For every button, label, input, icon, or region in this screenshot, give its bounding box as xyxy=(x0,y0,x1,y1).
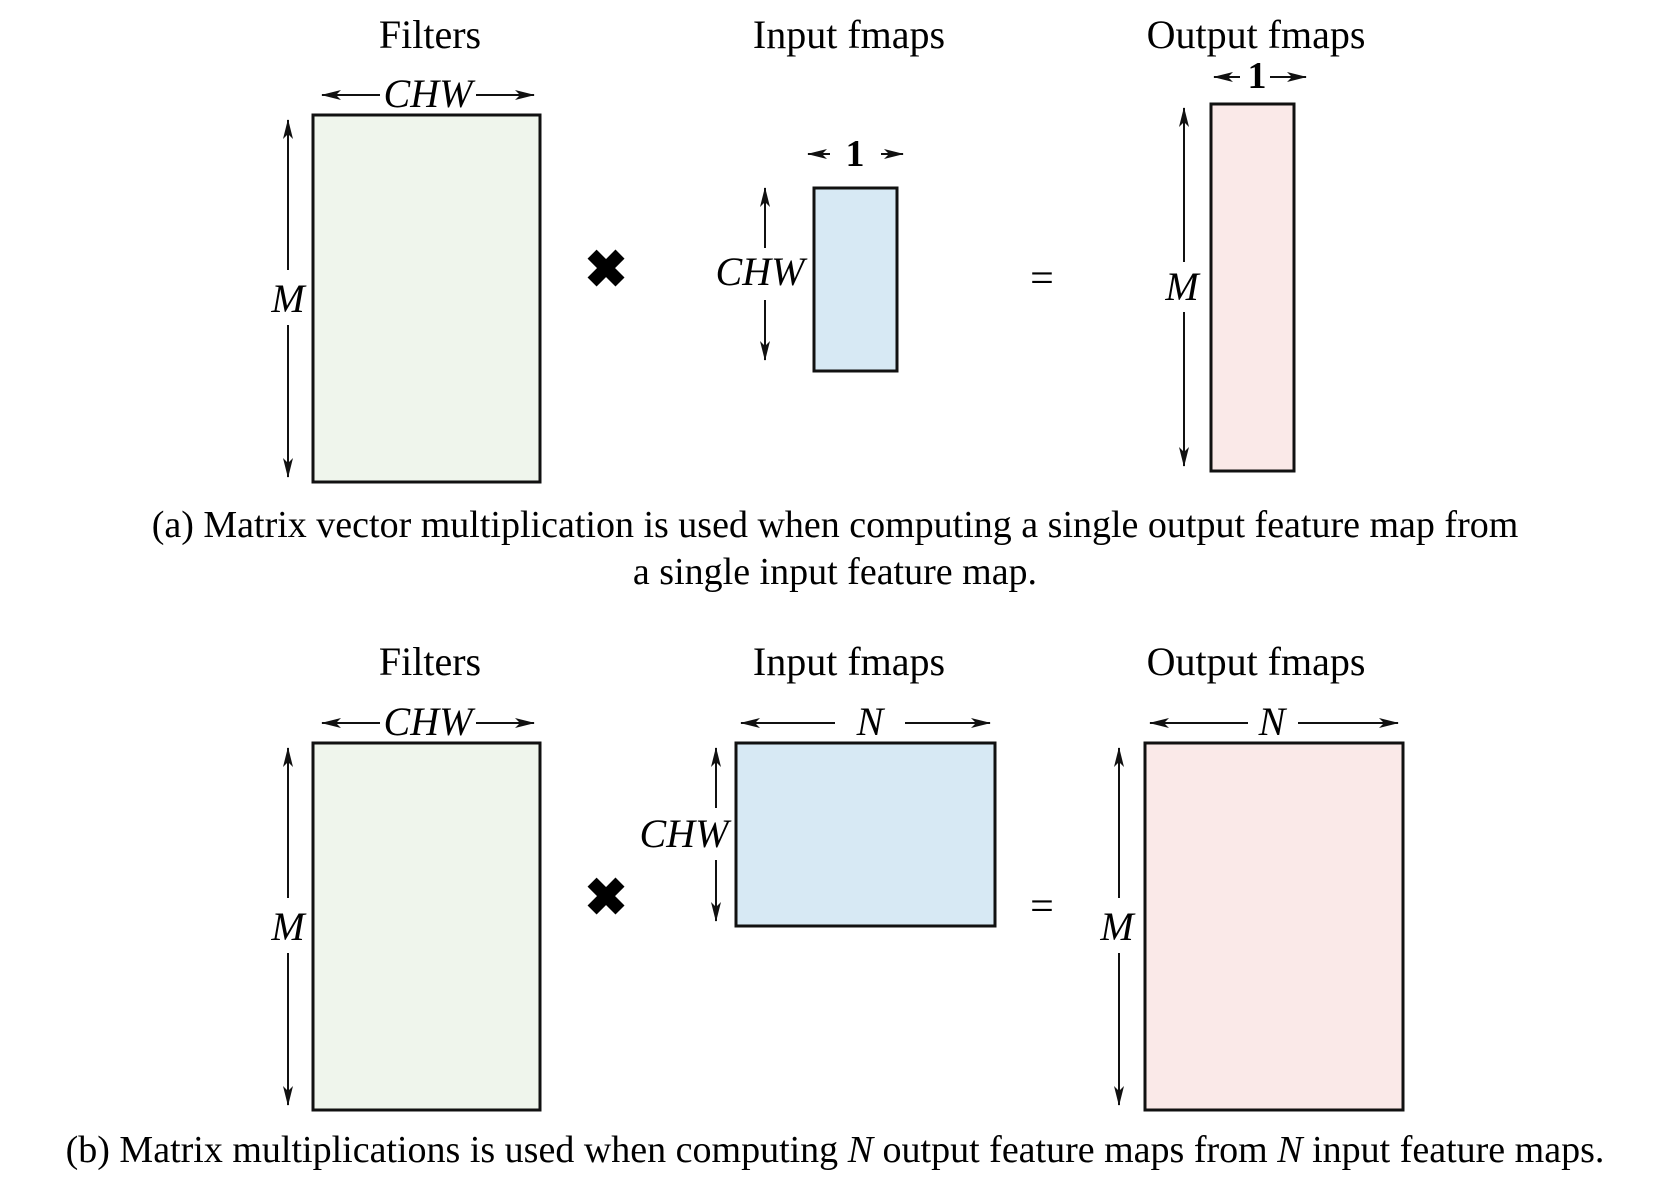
panel-b: Filters Input fmaps Output fmaps CHW M ✖… xyxy=(66,639,1605,1171)
input-fmaps-matrix xyxy=(734,741,997,928)
input-height-label: CHW xyxy=(716,249,809,294)
multiply-icon: ✖ xyxy=(584,870,628,927)
caption-b-suffix: input feature maps. xyxy=(1303,1129,1605,1171)
input-width-label: N xyxy=(856,699,886,744)
filters-height-label: M xyxy=(270,276,307,321)
input-fmaps-vector xyxy=(812,186,899,373)
filters-matrix xyxy=(311,741,542,1112)
filters-width-label: CHW xyxy=(384,699,477,744)
caption-b-n1: N xyxy=(847,1129,876,1171)
output-fmaps-title: Output fmaps xyxy=(1147,12,1366,57)
filters-title: Filters xyxy=(379,639,481,684)
caption-a-line1: (a) Matrix vector multiplication is used… xyxy=(152,504,1519,546)
caption-a-line2: a single input feature map. xyxy=(633,551,1037,593)
filters-height-label: M xyxy=(270,904,307,949)
filters-width-label: CHW xyxy=(384,71,477,116)
caption-b-prefix: (b) Matrix multiplications is used when … xyxy=(66,1129,848,1171)
input-fmaps-title: Input fmaps xyxy=(753,12,945,57)
output-height-label: M xyxy=(1164,264,1201,309)
multiply-icon: ✖ xyxy=(584,242,628,299)
filters-matrix xyxy=(311,113,542,484)
caption-b-mid: output feature maps from xyxy=(873,1129,1277,1171)
input-fmaps-title: Input fmaps xyxy=(753,639,945,684)
input-width-label: 1 xyxy=(846,133,865,175)
filters-title: Filters xyxy=(379,12,481,57)
equals-sign: = xyxy=(1030,256,1054,302)
output-width-label: N xyxy=(1258,699,1288,744)
equals-sign: = xyxy=(1030,884,1054,930)
panel-a: Filters Input fmaps Output fmaps CHW M ✖… xyxy=(152,12,1519,593)
output-height-label: M xyxy=(1099,904,1136,949)
caption-b: (b) Matrix multiplications is used when … xyxy=(66,1129,1605,1171)
output-fmaps-matrix xyxy=(1143,741,1405,1112)
input-height-label: CHW xyxy=(640,811,733,856)
caption-b-n2: N xyxy=(1276,1129,1305,1171)
output-width-label: 1 xyxy=(1248,55,1267,97)
output-fmaps-title: Output fmaps xyxy=(1147,639,1366,684)
output-fmaps-vector xyxy=(1209,102,1296,473)
